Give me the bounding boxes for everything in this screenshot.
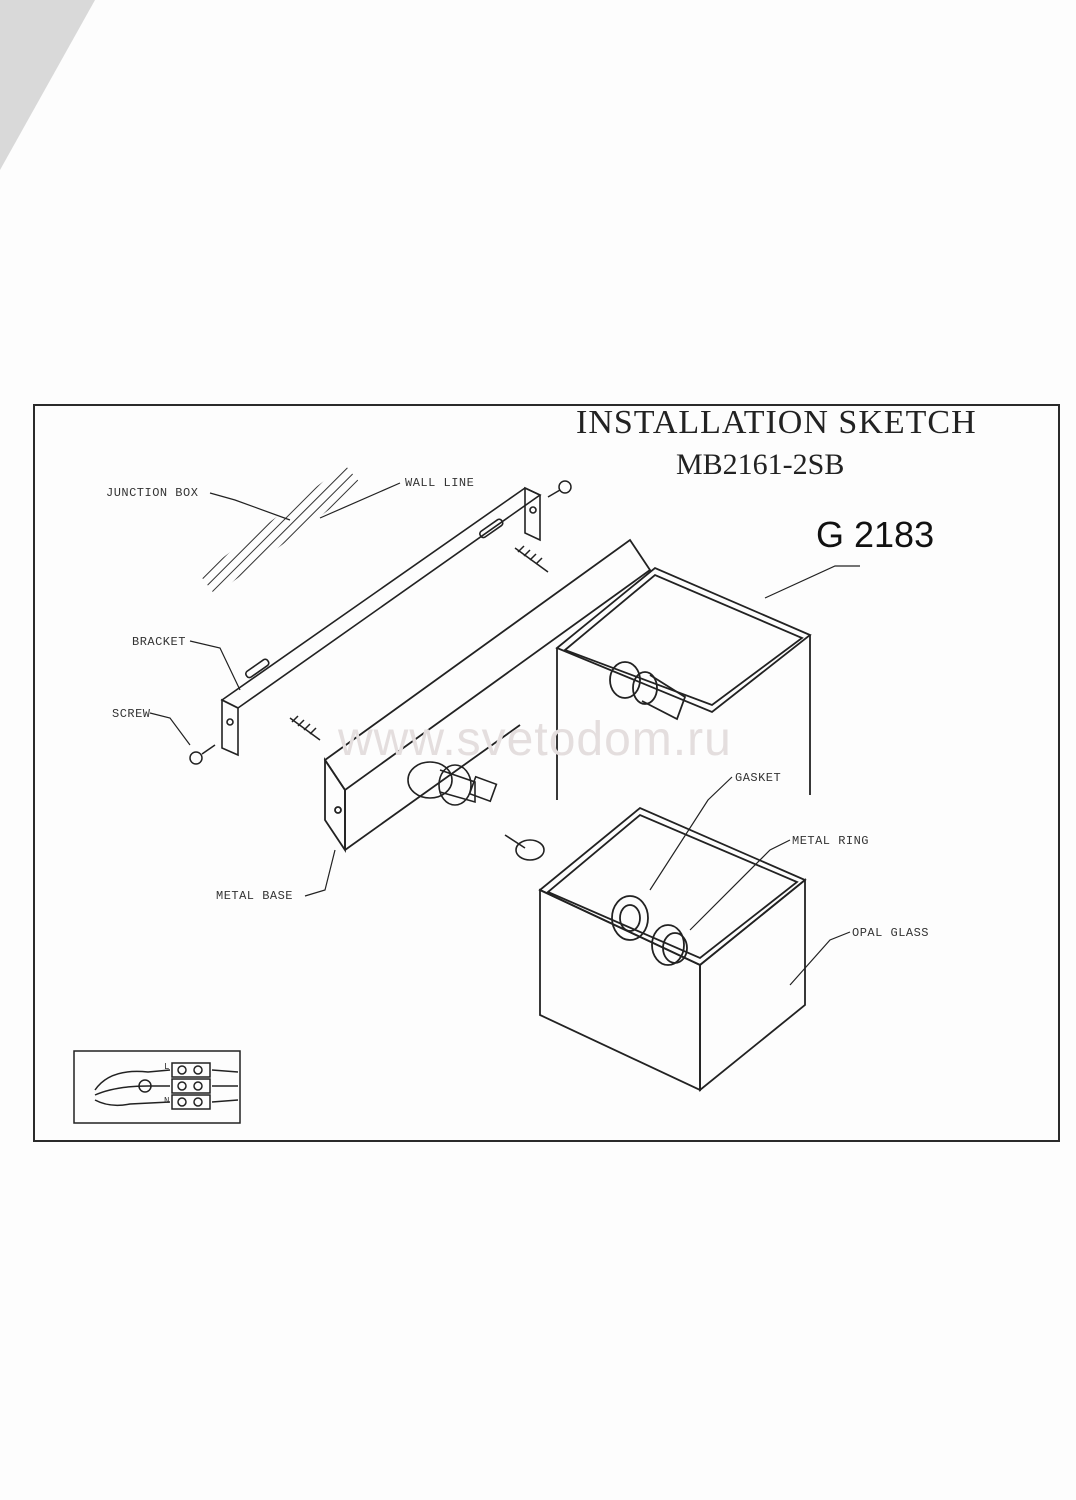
label-wall-line: WALL LINE — [405, 476, 475, 490]
page-corner-shadow — [0, 0, 95, 170]
sketch-title: INSTALLATION SKETCH — [576, 404, 977, 441]
diagram-frame — [33, 404, 1060, 1142]
label-bracket: BRACKET — [132, 635, 186, 649]
opal-glass-upper — [555, 566, 812, 800]
metal-base — [323, 538, 652, 853]
opal-glass-lower — [538, 806, 807, 1092]
site-watermark: www.svetodom.ru — [338, 713, 732, 766]
label-metal-base: METAL BASE — [216, 889, 294, 903]
label-screw: SCREW — [112, 707, 151, 721]
socket — [407, 761, 545, 861]
product-code: G 2183 — [816, 514, 935, 555]
label-junction-box: JUNCTION BOX — [106, 486, 199, 500]
label-metal-ring: METAL RING — [792, 834, 870, 848]
label-live-terminal: L — [164, 1062, 170, 1072]
leader-lines — [149, 482, 860, 986]
label-gasket: GASKET — [735, 771, 782, 785]
label-neutral-terminal: N — [164, 1096, 170, 1106]
bracket — [220, 486, 542, 757]
screws — [189, 480, 572, 765]
label-opal-glass: OPAL GLASS — [852, 926, 930, 940]
model-number: MB2161-2SB — [676, 448, 845, 481]
wiring-terminal-inset — [73, 1050, 241, 1124]
wall-hatch — [200, 465, 362, 595]
